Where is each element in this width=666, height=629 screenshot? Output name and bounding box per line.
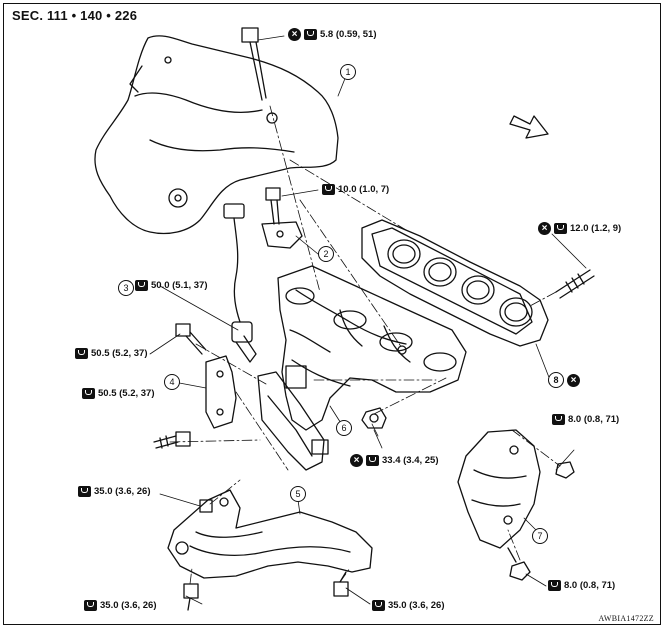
torque-value: 8.0 (0.8, 71) — [564, 580, 616, 591]
bolt-35-0-c — [333, 571, 349, 597]
torque-wrench-icon — [372, 600, 385, 611]
callout-part-6: 6 — [336, 420, 352, 436]
figure-code: AWBIA1472ZZ — [598, 614, 654, 623]
torque-value: 12.0 (1.2, 9) — [570, 223, 622, 234]
bracket-part-4 — [205, 355, 237, 429]
bolt-50-5-upper — [175, 323, 207, 355]
torque-value: 10.0 (1.0, 7) — [338, 184, 390, 195]
torque-wrench-icon — [552, 414, 565, 425]
torque-value: 35.0 (3.6, 26) — [388, 600, 445, 611]
side-heat-shield — [457, 429, 541, 549]
torque-value: 35.0 (3.6, 26) — [100, 600, 157, 611]
torque-label-bolt-lower: 50.5 (5.2, 37) — [82, 388, 155, 399]
torque-wrench-icon — [548, 580, 561, 591]
bolt-35-0-b — [183, 583, 199, 611]
heat-shield-bolt — [241, 27, 267, 101]
torque-label-o2-sensor: 50.0 (5.1, 37) — [135, 280, 208, 291]
torque-wrench-icon — [75, 348, 88, 359]
manifold-nut — [361, 407, 387, 429]
torque-label-lower-shield-a: 35.0 (3.6, 26) — [78, 486, 151, 497]
torque-label-bracket: 10.0 (1.0, 7) — [322, 184, 389, 195]
torque-wrench-icon — [135, 280, 148, 291]
bolt-8-0-lower — [507, 547, 531, 581]
torque-label-stud: × 12.0 (1.2, 9) — [538, 222, 621, 235]
replace-icon: × — [350, 454, 363, 467]
torque-label-bolt-shield: × 5.8 (0.59, 51) — [288, 28, 377, 41]
torque-value: 8.0 (0.8, 71) — [568, 414, 620, 425]
torque-value: 50.0 (5.1, 37) — [151, 280, 208, 291]
callout-part-2: 2 — [318, 246, 334, 262]
exhaust-gasket — [361, 219, 549, 347]
torque-wrench-icon — [554, 223, 567, 234]
torque-label-lower-shield-b: 35.0 (3.6, 26) — [84, 600, 157, 611]
exhaust-manifold — [257, 265, 467, 471]
bolt-50-5-lower — [153, 431, 191, 449]
torque-wrench-icon — [82, 388, 95, 399]
replace-icon: × — [288, 28, 301, 41]
torque-value: 33.4 (3.4, 25) — [382, 455, 439, 466]
torque-wrench-icon — [304, 29, 317, 40]
torque-label-side-shield-upper: 8.0 (0.8, 71) — [552, 414, 619, 425]
oxygen-sensor — [223, 203, 257, 363]
callout-part-4: 4 — [164, 374, 180, 390]
replace-icon: × — [538, 222, 551, 235]
torque-label-manifold-nut: × 33.4 (3.4, 25) — [350, 454, 439, 467]
torque-value: 50.5 (5.2, 37) — [91, 348, 148, 359]
torque-label-lower-shield-c: 35.0 (3.6, 26) — [372, 600, 445, 611]
bracket-part-2 — [261, 187, 303, 249]
section-header: SEC. 111 • 140 • 226 — [12, 8, 138, 23]
front-direction-arrow-icon — [509, 115, 549, 139]
callout-part-3: 3 — [118, 280, 134, 296]
callout-part-8-group: 8 × — [548, 372, 580, 388]
stud-bolt — [555, 269, 595, 299]
callout-part-1: 1 — [340, 64, 356, 80]
alignment-lines — [169, 105, 561, 585]
upper-heat-shield — [94, 35, 339, 235]
torque-wrench-icon — [84, 600, 97, 611]
callout-part-5: 5 — [290, 486, 306, 502]
replace-icon: × — [567, 373, 580, 387]
torque-wrench-icon — [322, 184, 335, 195]
bolt-8-0-upper — [555, 461, 575, 479]
torque-label-side-shield-lower: 8.0 (0.8, 71) — [548, 580, 615, 591]
torque-wrench-icon — [366, 455, 379, 466]
torque-value: 35.0 (3.6, 26) — [94, 486, 151, 497]
callout-part-8: 8 — [548, 372, 564, 388]
torque-value: 50.5 (5.2, 37) — [98, 388, 155, 399]
torque-label-bolt-upper: 50.5 (5.2, 37) — [75, 348, 148, 359]
torque-wrench-icon — [78, 486, 91, 497]
torque-value: 5.8 (0.59, 51) — [320, 29, 377, 40]
lower-heat-shield — [167, 489, 373, 579]
callout-part-7: 7 — [532, 528, 548, 544]
